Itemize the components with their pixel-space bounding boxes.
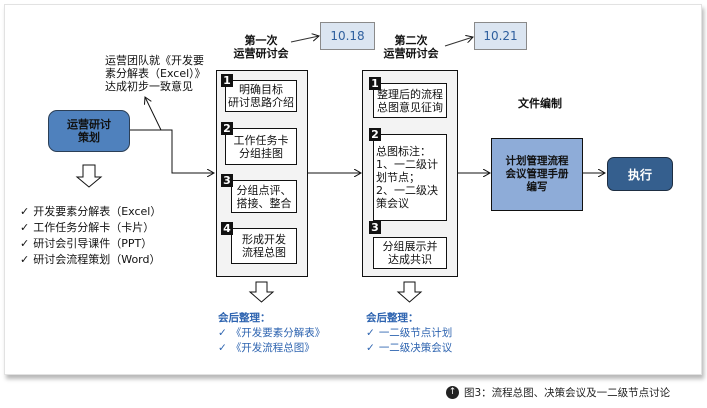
step-text: 2、一二级决 <box>376 184 438 197</box>
step-text: 研讨思路介绍 <box>228 96 294 109</box>
check-icon: ✓ <box>20 253 30 266</box>
meeting2-date: 10.21 <box>474 22 527 50</box>
step-number-badge: 1 <box>221 74 233 87</box>
followup-item: ✓一二级节点计划 <box>366 326 476 341</box>
annotation-line2: 素分解表（Excel）》 <box>105 67 206 80</box>
followup-text: 一二级决策会议 <box>378 342 453 354</box>
check-icon: ✓ <box>366 342 375 354</box>
step-number-badge: 3 <box>221 174 233 187</box>
annotation-line1: 运营团队就《开发要 <box>105 54 204 67</box>
check-icon: ✓ <box>20 221 30 234</box>
followup-item: ✓一二级决策会议 <box>366 341 476 356</box>
step-number-badge: 1 <box>369 77 381 90</box>
step-text: 流程总图 <box>242 246 286 259</box>
step-text: 1、一二级计 <box>376 158 438 171</box>
step-text: 总图标注： <box>376 145 431 158</box>
document-line2: 会议管理手册 <box>505 168 569 180</box>
step-text: 工作任务卡 <box>233 133 289 147</box>
step-text: 分组点评、 <box>236 183 292 197</box>
check-icon: ✓ <box>218 342 227 354</box>
step-text: 达成共识 <box>388 253 432 266</box>
document-heading: 文件编制 <box>518 97 562 110</box>
execute-box: 执行 <box>607 157 673 191</box>
planning-label-line2: 策划 <box>78 131 100 144</box>
meeting2-followup: 会后整理： ✓一二级节点计划 ✓一二级决策会议 <box>366 311 476 356</box>
planning-label-line1: 运营研讨 <box>67 118 111 131</box>
followup-text: 《开发要素分解表》 <box>230 327 326 339</box>
document-line3: 编写 <box>526 181 548 193</box>
annotation-text: 运营团队就《开发要 素分解表（Excel）》 达成初步一致意见 <box>105 54 220 93</box>
caption-text: 图3：流程总图、决策会议及一二级节点讨论 <box>464 387 671 399</box>
deliverable-text: 开发要素分解表（Excel） <box>33 205 162 218</box>
step-number-badge: 2 <box>221 122 233 135</box>
arrow-up-circle-icon: ↑ <box>446 386 459 399</box>
deliverable-item: ✓研讨会流程策划（Word） <box>20 252 190 268</box>
check-icon: ✓ <box>20 205 30 218</box>
followup-item: ✓《开发流程总图》 <box>218 341 348 356</box>
followup-text: 一二级节点计划 <box>378 327 453 339</box>
meeting2-step-3: 分组展示并达成共识 <box>373 237 447 269</box>
deliverable-text: 工作任务分解卡（卡片） <box>33 221 155 234</box>
figure-caption: ↑ 图3：流程总图、决策会议及一二级节点讨论 <box>446 385 706 400</box>
followup-title: 会后整理： <box>218 312 271 324</box>
step-text: 分组挂图 <box>239 146 283 160</box>
deliverable-text: 研讨会流程策划（Word） <box>33 253 161 266</box>
deliverable-item: ✓工作任务分解卡（卡片） <box>20 220 190 236</box>
step-number-badge: 4 <box>221 222 233 235</box>
step-text: 策会议 <box>376 197 409 210</box>
meeting2-step-2: 总图标注： 1、一二级计 划节点； 2、一二级决 策会议 <box>373 134 447 221</box>
meeting1-title-line2: 运营研讨会 <box>233 47 289 60</box>
followup-item: ✓《开发要素分解表》 <box>218 326 348 341</box>
meeting2-title-line2: 运营研讨会 <box>383 47 439 60</box>
meeting2-title: 第二次 运营研讨会 <box>378 34 444 60</box>
check-icon: ✓ <box>20 237 30 250</box>
followup-text: 《开发流程总图》 <box>230 342 315 354</box>
document-box: 计划管理流程 会议管理手册 编写 <box>491 138 583 211</box>
meeting1-step-2: 工作任务卡分组挂图 <box>225 128 297 165</box>
meeting1-title-line1: 第一次 <box>244 34 278 47</box>
deliverable-item: ✓研讨会引导课件（PPT） <box>20 236 190 252</box>
step-text: 划节点； <box>376 171 420 184</box>
planning-box: 运营研讨 策划 <box>48 110 130 152</box>
annotation-line3: 达成初步一致意见 <box>105 80 193 93</box>
check-icon: ✓ <box>218 327 227 339</box>
meeting2-step-1: 整理后的流程总图意见征询 <box>373 83 447 118</box>
deliverables-list: ✓开发要素分解表（Excel） ✓工作任务分解卡（卡片） ✓研讨会引导课件（PP… <box>20 204 190 268</box>
meeting1-followup: 会后整理： ✓《开发要素分解表》 ✓《开发流程总图》 <box>218 311 348 356</box>
diagram-panel <box>4 4 702 375</box>
deliverable-item: ✓开发要素分解表（Excel） <box>20 204 190 220</box>
step-text: 明确目标 <box>239 83 283 96</box>
meeting1-title: 第一次 运营研讨会 <box>228 34 294 60</box>
step-text: 搭接、整合 <box>236 196 292 210</box>
followup-title: 会后整理： <box>366 312 419 324</box>
deliverable-text: 研讨会引导课件（PPT） <box>33 237 153 250</box>
meeting2-title-line1: 第二次 <box>394 34 428 47</box>
step-number-badge: 3 <box>369 221 381 234</box>
step-text: 整理后的流程 <box>377 87 443 101</box>
step-text: 形成开发 <box>242 233 286 246</box>
meeting1-step-1: 明确目标研讨思路介绍 <box>225 80 297 112</box>
check-icon: ✓ <box>366 327 375 339</box>
document-line1: 计划管理流程 <box>505 155 569 167</box>
step-number-badge: 2 <box>369 128 381 141</box>
step-text: 总图意见征询 <box>377 100 443 114</box>
meeting1-date: 10.18 <box>320 22 375 50</box>
meeting1-step-3: 分组点评、搭接、整合 <box>231 180 297 213</box>
meeting1-step-4: 形成开发流程总图 <box>231 228 297 264</box>
step-text: 分组展示并 <box>382 240 438 253</box>
